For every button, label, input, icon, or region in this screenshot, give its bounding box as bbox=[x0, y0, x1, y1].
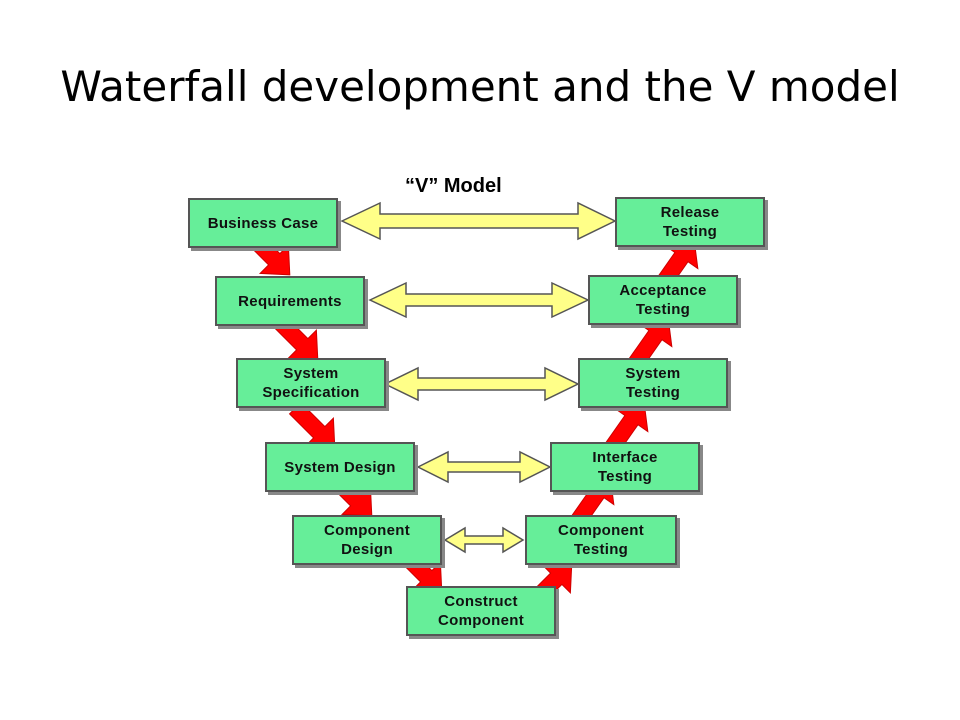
box-system-design: System Design bbox=[265, 442, 415, 492]
box-acceptance-testing: Acceptance Testing bbox=[588, 275, 738, 325]
slide-title: Waterfall development and the V model bbox=[60, 62, 900, 111]
link-arrow-3 bbox=[383, 366, 580, 402]
link-arrow-5 bbox=[443, 526, 525, 554]
box-system-testing: System Testing bbox=[578, 358, 728, 408]
box-construct-component: Construct Component bbox=[406, 586, 556, 636]
box-release-testing: Release Testing bbox=[615, 197, 765, 247]
box-interface-testing: Interface Testing bbox=[550, 442, 700, 492]
box-component-design: Component Design bbox=[292, 515, 442, 565]
link-arrow-4 bbox=[416, 450, 552, 484]
box-component-testing: Component Testing bbox=[525, 515, 677, 565]
diagram-title: “V” Model bbox=[405, 175, 502, 197]
box-system-specification: System Specification bbox=[236, 358, 386, 408]
link-arrow-2 bbox=[368, 281, 590, 319]
link-arrow-1 bbox=[340, 201, 617, 241]
box-requirements: Requirements bbox=[215, 276, 365, 326]
box-business-case: Business Case bbox=[188, 198, 338, 248]
